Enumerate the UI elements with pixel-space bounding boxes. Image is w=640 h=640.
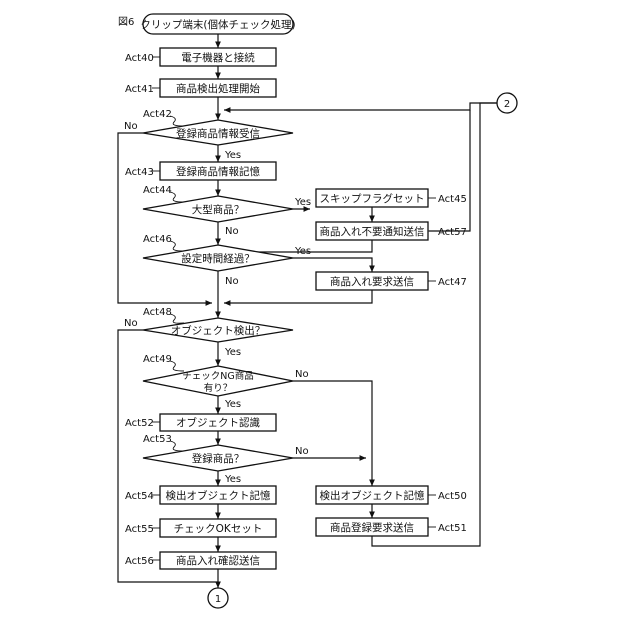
decision-act48: オブジェクト検出？ — [143, 318, 293, 342]
step-act57-text: 商品入れ不要通知送信 — [320, 225, 425, 238]
act49-no-label: No — [295, 369, 309, 380]
act53-no-label: No — [295, 446, 309, 457]
label-act43: Act43 — [125, 167, 154, 178]
connector-2: 2 — [497, 93, 517, 113]
step-act40: 電子機器と接続 — [160, 48, 276, 66]
decision-act44-text: 大型商品？ — [192, 203, 245, 216]
step-act51: 商品登録要求送信 — [316, 518, 428, 536]
label-act41: Act41 — [125, 84, 154, 95]
step-act50: 検出オブジェクト記憶 — [316, 486, 428, 504]
start-terminal-label: クリップ端末(個体チェック処理) — [140, 18, 295, 31]
act53-yes-label: Yes — [224, 474, 241, 485]
label-act51: Act51 — [438, 523, 467, 534]
start-terminal: クリップ端末(個体チェック処理) — [140, 14, 295, 34]
step-act57: 商品入れ不要通知送信 — [316, 222, 428, 240]
act42-yes-label: Yes — [224, 150, 241, 161]
decision-act49: チェックNG商品 有り？ — [143, 366, 293, 396]
label-act57: Act57 — [438, 227, 467, 238]
connector-2-label: 2 — [504, 99, 510, 110]
step-act43: 登録商品情報記憶 — [160, 162, 276, 180]
step-act51-text: 商品登録要求送信 — [330, 521, 414, 534]
act48-yes-label: Yes — [224, 347, 241, 358]
decision-act42-text: 登録商品情報受信 — [176, 127, 260, 140]
step-act40-text: 電子機器と接続 — [181, 51, 255, 64]
step-act54-text: 検出オブジェクト記憶 — [166, 489, 271, 502]
step-act52-text: オブジェクト認識 — [176, 416, 260, 429]
connector-1-label: 1 — [215, 594, 221, 605]
step-act47: 商品入れ要求送信 — [316, 272, 428, 290]
step-act41: 商品検出処理開始 — [160, 79, 276, 97]
label-act45: Act45 — [438, 194, 467, 205]
label-act53: Act53 — [143, 434, 172, 445]
label-act50: Act50 — [438, 491, 467, 502]
decision-act48-text: オブジェクト検出？ — [171, 324, 266, 337]
label-act42: Act42 — [143, 109, 172, 120]
decision-act49-text-line2: 有り？ — [204, 382, 233, 394]
label-act47: Act47 — [438, 277, 467, 288]
step-act50-text: 検出オブジェクト記憶 — [320, 489, 425, 502]
label-act46: Act46 — [143, 234, 172, 245]
flow-connectors — [118, 34, 498, 588]
step-act43-text: 登録商品情報記憶 — [176, 165, 260, 178]
label-act40: Act40 — [125, 53, 154, 64]
label-act55: Act55 — [125, 524, 154, 535]
act42-no-label: No — [124, 121, 138, 132]
decision-act46: 設定時間経過？ — [143, 245, 293, 271]
decision-act49-text-line1: チェックNG商品 — [182, 370, 253, 382]
step-act56: 商品入れ確認送信 — [160, 552, 276, 569]
step-act45-text: スキップフラグセット — [320, 192, 425, 205]
step-act47-text: 商品入れ要求送信 — [330, 275, 414, 288]
act49-yes-label: Yes — [224, 399, 241, 410]
label-act56: Act56 — [125, 556, 154, 567]
step-act52: オブジェクト認識 — [160, 414, 276, 431]
act48-no-label: No — [124, 318, 138, 329]
step-act55-text: チェックOKセット — [174, 523, 263, 535]
step-act55: チェックOKセット — [160, 519, 276, 537]
act44-yes-label: Yes — [294, 197, 311, 208]
decision-act42: 登録商品情報受信 — [143, 120, 293, 145]
act44-no-label: No — [225, 226, 239, 237]
label-act54: Act54 — [125, 491, 154, 502]
label-act48: Act48 — [143, 307, 172, 318]
label-act52: Act52 — [125, 418, 154, 429]
label-act49: Act49 — [143, 354, 172, 365]
step-act45: スキップフラグセット — [316, 189, 428, 207]
act46-yes-label: Yes — [294, 246, 311, 257]
act46-no-label: No — [225, 276, 239, 287]
decision-act44: 大型商品？ — [143, 196, 293, 222]
decision-act53: 登録商品？ — [143, 445, 293, 471]
decision-act46-text: 設定時間経過？ — [181, 252, 255, 265]
step-act54: 検出オブジェクト記憶 — [160, 486, 276, 504]
label-act44: Act44 — [143, 185, 172, 196]
connector-1: 1 — [208, 588, 228, 608]
figure-label: 図6 — [118, 16, 134, 28]
decision-act53-text: 登録商品？ — [192, 452, 245, 465]
step-act41-text: 商品検出処理開始 — [176, 82, 260, 95]
step-act56-text: 商品入れ確認送信 — [176, 554, 260, 567]
